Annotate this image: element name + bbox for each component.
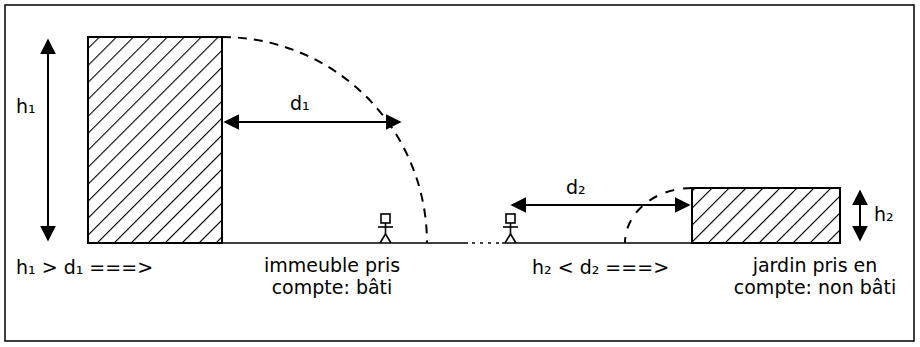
condition-text: h₁ > d₁ ===>	[16, 256, 153, 278]
distance-label: d₂	[566, 176, 586, 198]
frame	[5, 5, 914, 341]
height-label: h₁	[16, 95, 36, 117]
distance-arrow	[512, 204, 689, 206]
person-figure	[378, 214, 393, 243]
height-arrow	[859, 191, 861, 240]
ground-line	[222, 242, 468, 244]
ground-gap	[472, 242, 500, 244]
height-label: h₂	[874, 203, 894, 225]
height-arrow	[47, 40, 49, 240]
result-text: jardin pris en compte: non bâti	[722, 254, 908, 298]
low-building	[692, 188, 840, 243]
distance-arrow	[225, 121, 400, 123]
tall-building	[88, 37, 222, 243]
fall-arc	[625, 188, 692, 243]
condition-text: h₂ < d₂ ===>	[532, 256, 669, 278]
fall-arc	[222, 37, 427, 243]
result-text: immeuble pris compte: bâti	[248, 254, 416, 298]
person-figure	[503, 214, 518, 243]
ground-line	[502, 242, 692, 244]
distance-label: d₁	[290, 92, 310, 114]
